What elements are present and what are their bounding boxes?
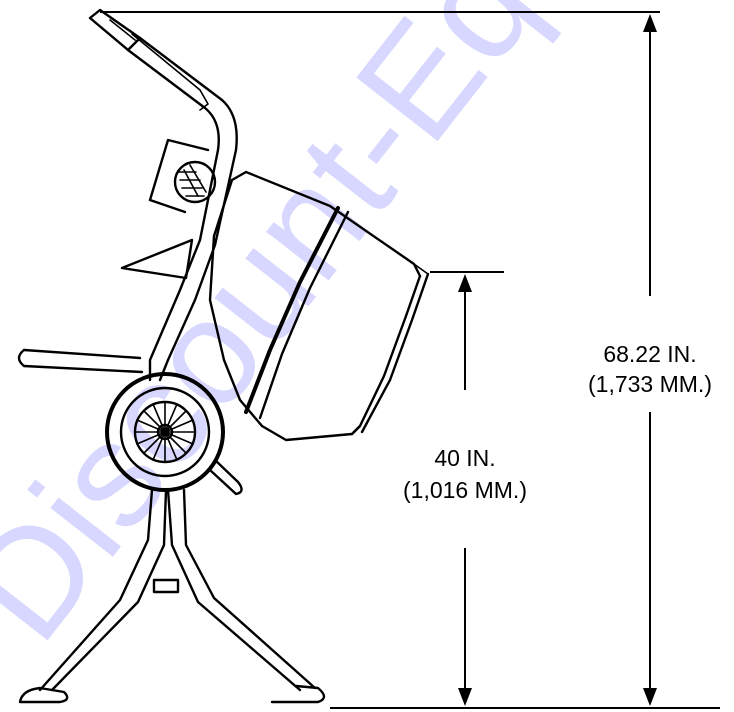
drum-height-metric: (1,016 MM.) <box>403 477 527 503</box>
cement-mixer-illustration <box>17 8 430 704</box>
overall-height-metric: (1,733 MM.) <box>588 371 712 397</box>
dimension-lines <box>100 11 720 709</box>
drum-height-value: 40 IN. <box>434 445 495 471</box>
drum-height-label: 40 IN. (1,016 MM.) <box>403 445 527 503</box>
front-plate <box>120 238 194 280</box>
overall-height-value: 68.22 IN. <box>603 341 696 367</box>
drum-height-arrow <box>458 274 472 706</box>
overall-height-arrow <box>643 14 657 706</box>
handle-grip <box>88 8 209 111</box>
watermark-text: Discount-Equ <box>0 0 620 670</box>
frame-tube <box>126 36 238 382</box>
mixer-drum <box>208 170 430 442</box>
motor-housing <box>148 138 217 214</box>
rear-bar <box>17 348 144 374</box>
overall-height-label: 68.22 IN. (1,733 MM.) <box>588 341 712 397</box>
stand-legs <box>18 488 326 704</box>
